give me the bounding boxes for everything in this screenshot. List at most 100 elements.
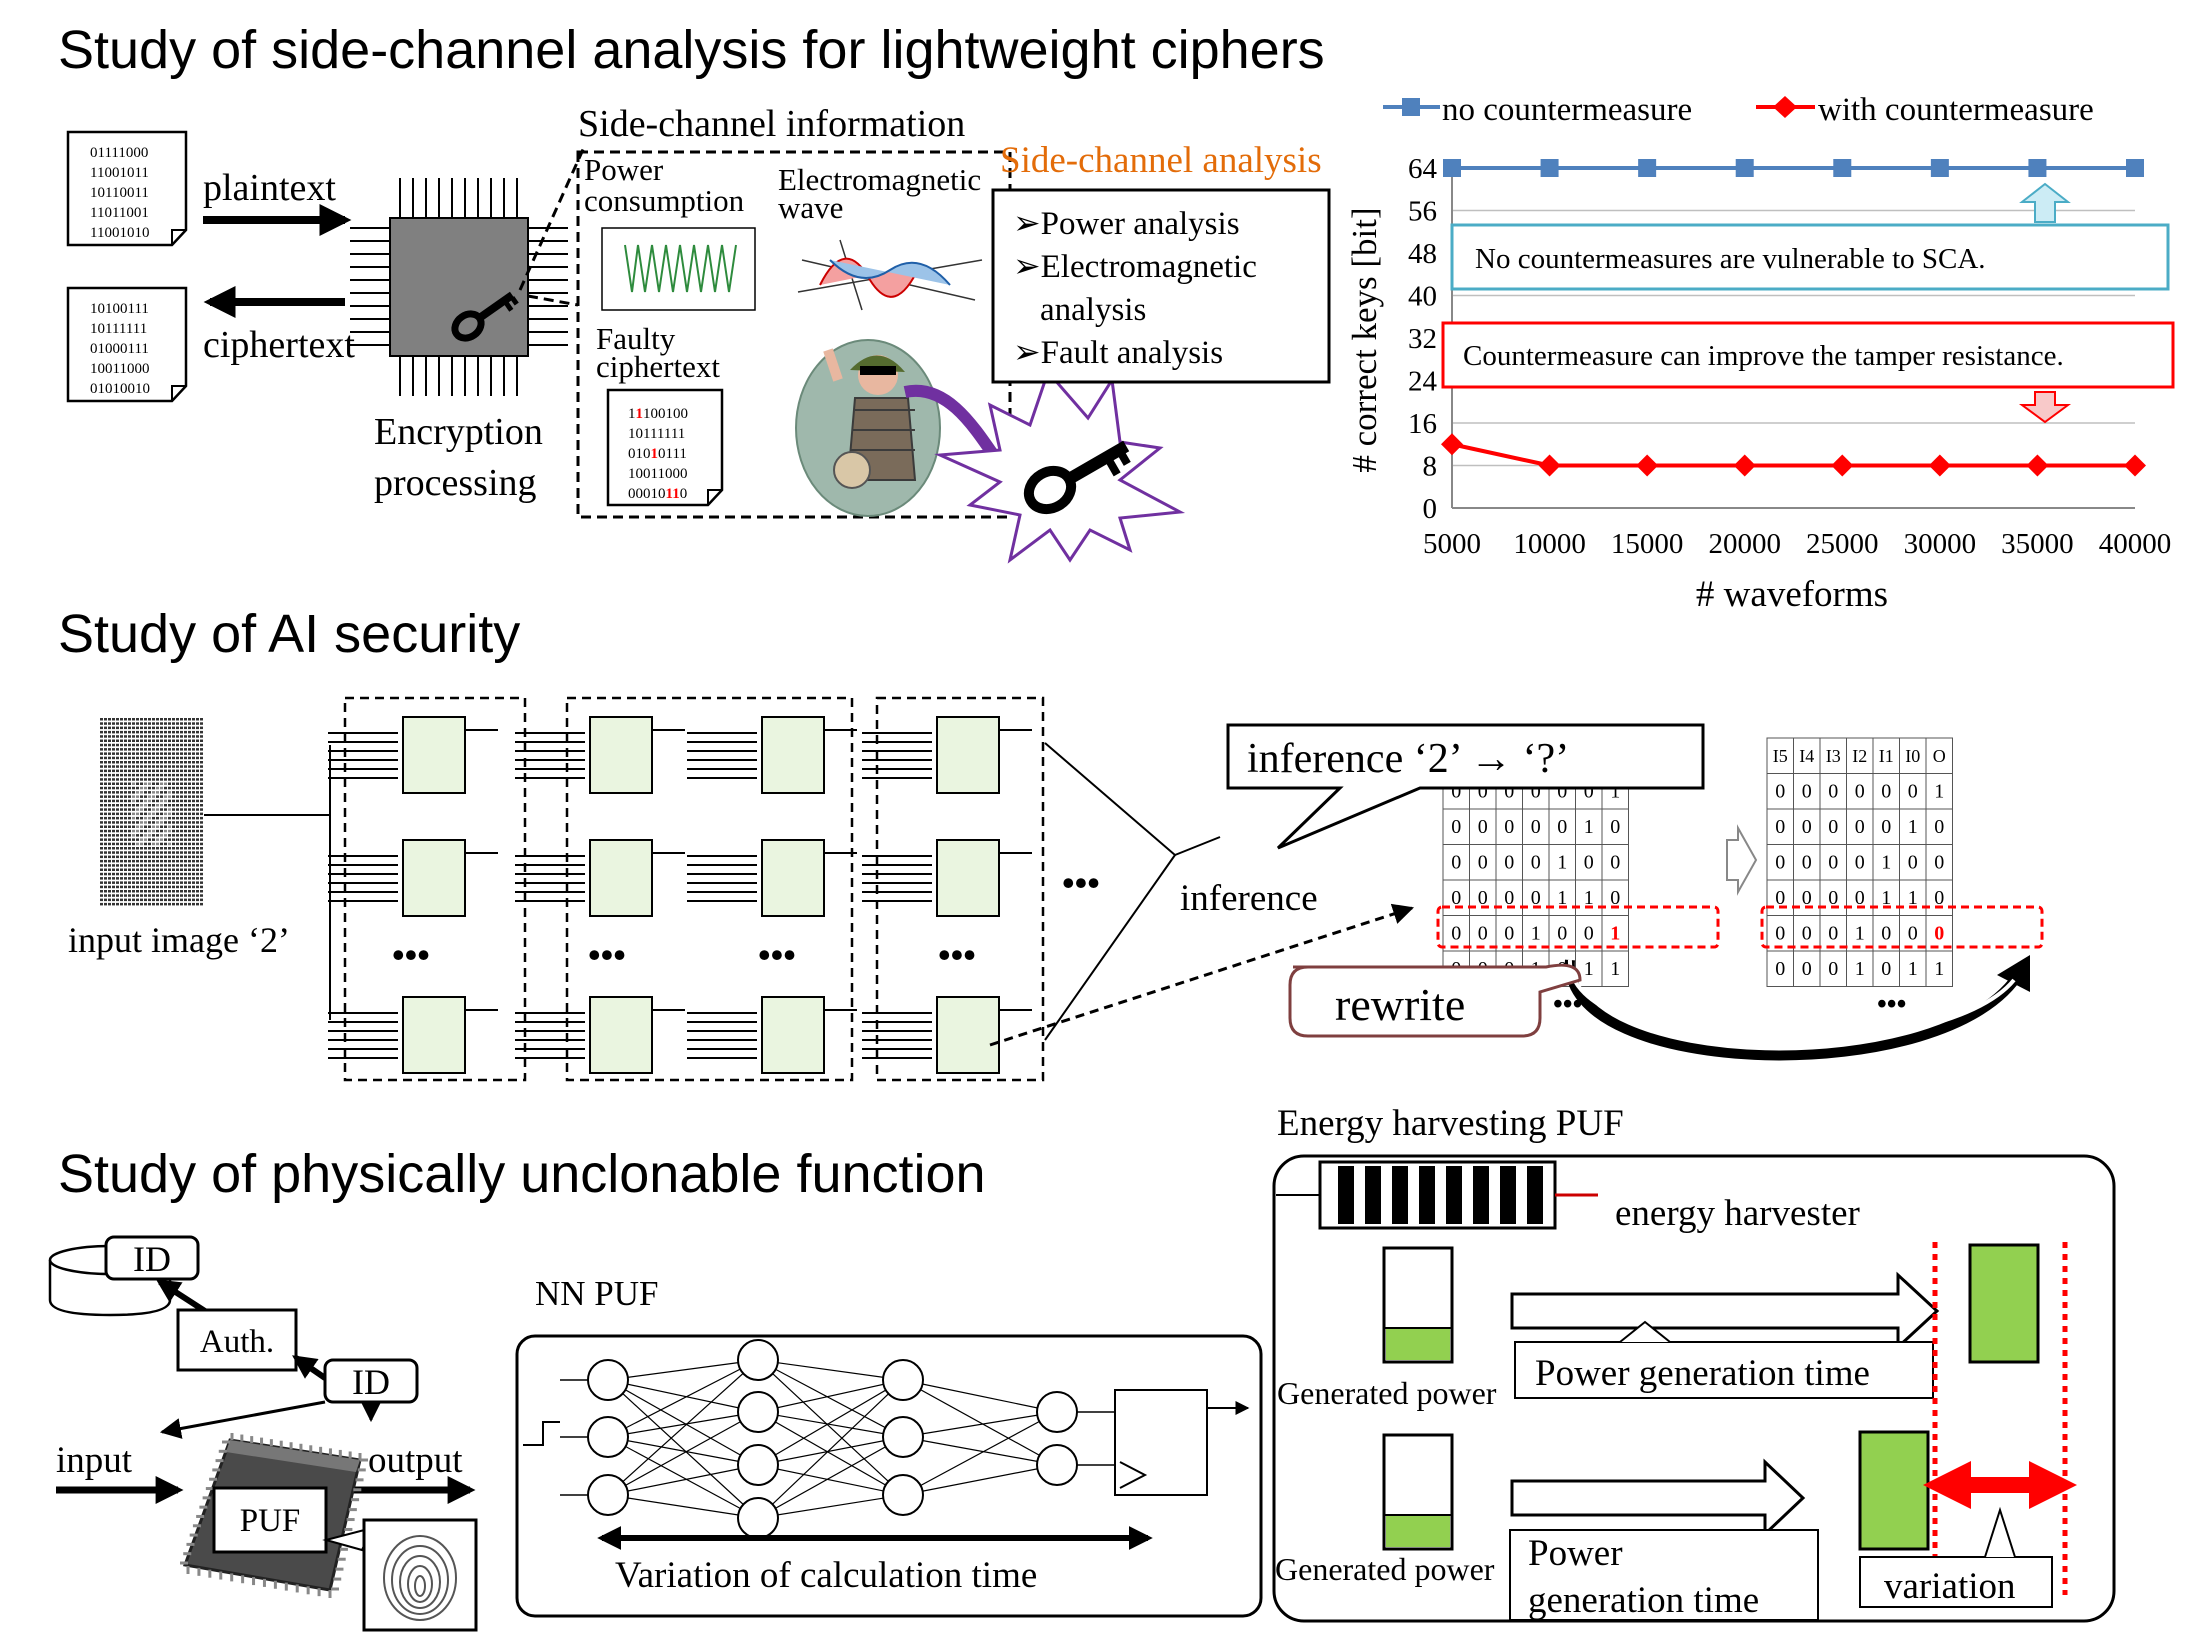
table-cell: 1 <box>1610 781 1620 803</box>
ellipsis-col1: ••• <box>392 935 430 975</box>
x-tick-label: 10000 <box>1513 528 1586 560</box>
table-cell: 0 <box>1802 781 1812 803</box>
analysis-item-em-cont: analysis <box>1040 292 1146 328</box>
em-label-line2: wave <box>778 190 843 225</box>
energy-harvester-icon <box>1276 1160 1598 1230</box>
table-cell: 0 <box>1775 816 1785 838</box>
data-point <box>1538 454 1561 477</box>
layer-group <box>343 696 527 1082</box>
data-point <box>1831 454 1854 477</box>
nn-node <box>1036 1391 1078 1433</box>
bit-string: 10110011 <box>90 185 149 201</box>
data-point <box>1928 454 1951 477</box>
table-cell: 1 <box>1908 958 1918 980</box>
bit-string: 10111111 <box>90 321 147 337</box>
table-cell: 0 <box>1504 852 1514 874</box>
power-gen-line2: generation time <box>1528 1580 1759 1621</box>
bit-string: 10011000 <box>628 466 687 482</box>
power-trace <box>624 244 737 293</box>
table-cell: 0 <box>1934 816 1944 838</box>
inference-callout-text: inference ‘2’ → ‘?’ <box>1247 736 1569 782</box>
table-cell: 1 <box>1584 958 1594 980</box>
table-cell: 0 <box>1828 958 1838 980</box>
table-header-cell: I1 <box>1879 746 1894 766</box>
rewrite-callout <box>1288 963 1582 1038</box>
highlight-row-after <box>1760 905 2044 949</box>
table-cell: 0 <box>1802 958 1812 980</box>
table-cell: 1 <box>1610 958 1620 980</box>
y-tick-label: 56 <box>1408 196 1437 228</box>
data-point <box>1638 159 1657 177</box>
y-tick-label: 16 <box>1408 408 1437 440</box>
table-cell: 1 <box>1908 816 1918 838</box>
table-cell: 0 <box>1478 852 1488 874</box>
harvester-label: energy harvester <box>1615 1193 1860 1234</box>
table-cell: 0 <box>1828 852 1838 874</box>
table-cell: 0 <box>1908 781 1918 803</box>
table-header-cell: I2 <box>1852 746 1867 766</box>
x-tick-label: 40000 <box>2099 528 2172 560</box>
encryption-label-line2: processing <box>374 462 537 504</box>
table-cell: 0 <box>1828 887 1838 909</box>
thief-icon <box>795 339 941 517</box>
x-tick-label: 5000 <box>1423 528 1481 560</box>
eh-puf-title: Energy harvesting PUF <box>1277 1103 1624 1144</box>
data-point <box>1930 159 1949 177</box>
power-label-line1: Power <box>584 152 664 187</box>
analysis-item-fault: ➢Fault analysis <box>1013 335 1223 371</box>
nn-node <box>737 1444 779 1486</box>
faulty-label-line1: Faulty <box>596 321 676 356</box>
nn-node <box>587 1416 629 1458</box>
ellipsis-col3: ••• <box>758 935 796 975</box>
sca-analysis-title: Side-channel analysis <box>1000 140 1322 181</box>
generated-power-bottom: Generated power <box>1275 1551 1495 1587</box>
y-tick-label: 40 <box>1408 281 1437 313</box>
encryption-chip <box>350 178 568 396</box>
table-cell: 0 <box>1478 816 1488 838</box>
table-cell: 0 <box>1557 816 1567 838</box>
rewrite-label: rewrite <box>1335 979 1465 1030</box>
bit-string: 10100111 <box>90 301 149 317</box>
table-cell: 0 <box>1584 781 1594 803</box>
nn-node <box>587 1359 629 1401</box>
data-point <box>2124 454 2146 477</box>
y-tick-label: 0 <box>1423 493 1438 525</box>
x-tick-label: 20000 <box>1708 528 1781 560</box>
bit-string: 11011001 <box>90 205 149 221</box>
rewrite-curve-arrow <box>1564 959 2025 1061</box>
table-cell: 0 <box>1451 887 1461 909</box>
x-tick-label: 15000 <box>1611 528 1684 560</box>
neuron <box>761 996 825 1074</box>
table-cell: 0 <box>1610 816 1620 838</box>
annotation-countermeasure-box <box>1441 321 2175 389</box>
neuron <box>936 996 1000 1074</box>
puf-section-title: Study of physically unclonable function <box>58 1144 986 1204</box>
y-tick-label: 32 <box>1408 323 1437 355</box>
table-cell: 1 <box>1610 923 1620 945</box>
nn-node <box>587 1474 629 1516</box>
table-cell: 0 <box>1802 816 1812 838</box>
annotation-countermeasure: Countermeasure can improve the tamper re… <box>1463 340 2064 372</box>
table-cell: 0 <box>1557 781 1567 803</box>
table-cell: 1 <box>1557 887 1567 909</box>
data-point <box>1540 159 1559 177</box>
plaintext-label: plaintext <box>203 167 336 209</box>
faulty-label-line2: ciphertext <box>596 349 720 384</box>
time-arrow-bottom <box>1510 1458 1806 1538</box>
table-cell: 0 <box>1855 887 1865 909</box>
data-point <box>2026 454 2049 477</box>
table-cell: 0 <box>1610 887 1620 909</box>
side-channel-info-label: Side-channel information <box>578 103 965 145</box>
neuron <box>589 716 653 794</box>
chart-x-axis-label: # waveforms <box>1696 574 1888 615</box>
up-arrow-icon <box>2019 182 2071 223</box>
data-point <box>1443 159 1461 177</box>
nn-node <box>882 1474 924 1516</box>
table-cell: 0 <box>1478 781 1488 803</box>
ellipsis-col4: ••• <box>938 935 976 975</box>
y-tick-label: 8 <box>1423 451 1438 483</box>
table-cell: 1 <box>1934 958 1944 980</box>
